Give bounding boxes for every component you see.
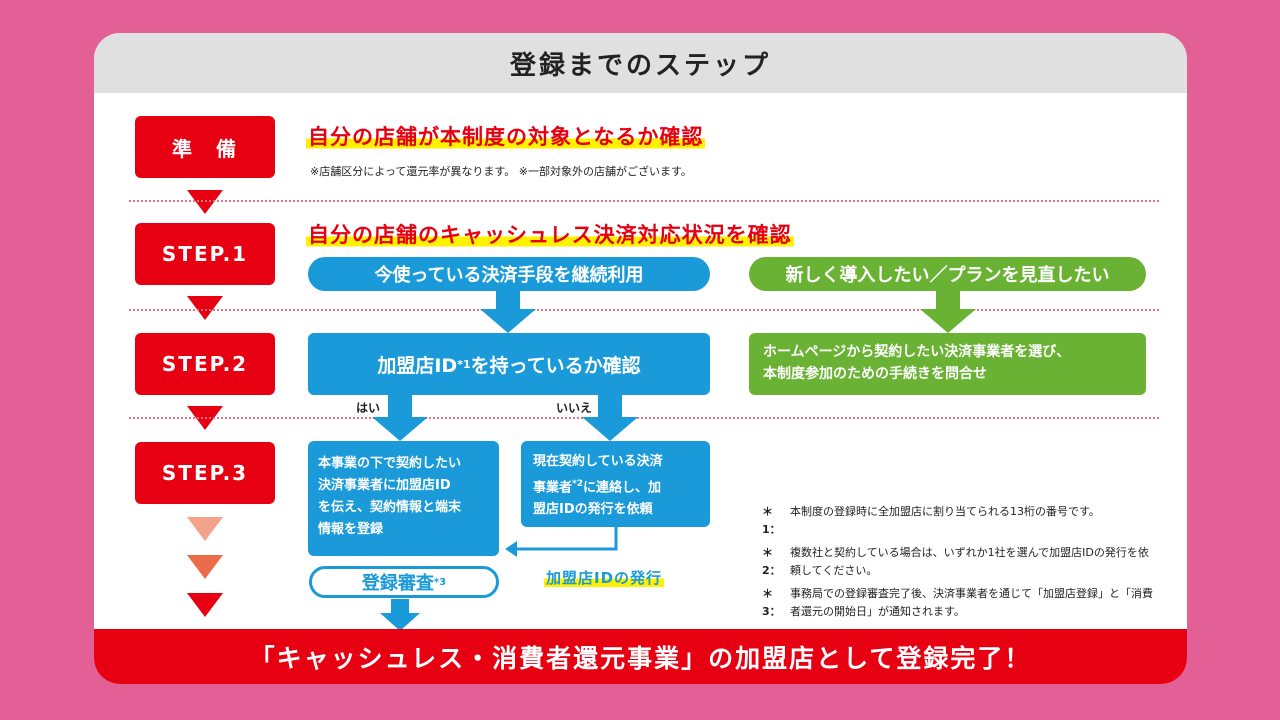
register-line: を伝え、契約情報と端末 [318,500,462,515]
footnote-item: ＊1： 本制度の登録時に全加盟店に割り当てられる13桁の番号です。 [762,503,1155,539]
footnote-mark: ＊1： [762,505,781,536]
review-pill: 登録審査*3 [309,566,499,598]
request-id-line: 現在契約している決済 [533,454,663,469]
footnote-item: ＊2： 複数社と契約している場合は、いずれか1社を選んで加盟店IDの発行を依頼し… [762,544,1155,580]
register-line: 決済事業者に加盟店ID [318,478,451,493]
footnote-ref-1: *1 [457,357,471,371]
steps-card: 登録までのステップ 準 備 STEP.1 STEP.2 STEP.3 自分の店舗… [94,33,1187,684]
step-arrow-2 [187,296,223,320]
separator [129,309,1159,311]
footnote-text: 事務局での登録審査完了後、決済事業者を通じて「加盟店登録」と「消費者還元の開始日… [790,587,1153,618]
footnote-ref-2: *2 [572,479,583,489]
separator [129,417,1159,419]
new-plan-option: 新しく導入したい／プランを見直したい [749,257,1146,291]
footnote-item: ＊3： 事務局での登録審査完了後、決済事業者を通じて「加盟店登録」と「消費者還元… [762,585,1155,621]
page-title: 登録までのステップ [94,33,1187,93]
request-id-box: 現在契約している決済 事業者*2に連絡し、加 盟店IDの発行を依頼 [521,441,710,527]
contact-provider-box: ホームページから契約したい決済事業者を選び、 本制度参加のための手続きを問合せ [749,333,1146,395]
step-3-label: STEP.3 [135,442,275,504]
step-arrow-4 [187,517,223,541]
contact-provider-line: ホームページから契約したい決済事業者を選び、 [763,344,1071,360]
no-label: いいえ [556,401,593,415]
footnotes: ＊1： 本制度の登録時に全加盟店に割り当てられる13桁の番号です。 ＊2： 複数… [762,503,1155,626]
prep-note: ※店舗区分によって還元率が異なります。 ※一部対象外の店舗がございます。 [310,165,692,178]
register-line: 情報を登録 [318,522,384,537]
completion-banner: 「キャッシュレス・消費者還元事業」の加盟店として登録完了！ [94,629,1187,684]
step-1-label: STEP.1 [135,223,275,285]
contact-provider-line: 本制度参加のための手続きを問合せ [763,366,987,382]
arrow-down-green [920,289,976,333]
arrow-down-blue-1 [480,289,536,333]
request-id-line: 盟店IDの発行を依頼 [533,502,653,518]
continue-payment-option: 今使っている決済手段を継続利用 [308,257,710,291]
issue-return-arrow [505,527,618,557]
arrow-down-yes [372,395,428,441]
review-label: 登録審査 [361,573,434,594]
yes-label: はい [356,401,381,415]
arrow-down-no [582,395,638,441]
step-arrow-5 [187,555,223,579]
step-arrow-6 [187,593,223,617]
step-2-label: STEP.2 [135,333,275,395]
request-id-line: 事業者*2に連絡し、加 [533,473,698,499]
footnote-text: 本制度の登録時に全加盟店に割り当てられる13桁の番号です。 [790,505,1100,518]
request-id-suffix: に連絡し、加 [582,480,661,496]
footnote-mark: ＊3： [762,587,781,618]
issue-id-label: 加盟店IDの発行 [544,567,665,588]
merchant-id-check-prefix: 加盟店ID [377,354,458,377]
prep-headline: 自分の店舗が本制度の対象となるか確認 [306,121,706,151]
footnote-mark: ＊2： [762,546,781,577]
step1-headline: 自分の店舗のキャッシュレス決済対応状況を確認 [306,219,794,249]
register-line: 本事業の下で契約したい [318,456,462,471]
separator [129,200,1159,202]
arrow-down-review [380,599,420,631]
footnote-ref-3: *3 [433,576,447,588]
step-arrow-1 [187,190,223,214]
register-with-provider-box: 本事業の下で契約したい 決済事業者に加盟店ID を伝え、契約情報と端末 情報を登… [308,441,499,556]
merchant-id-check-suffix: を持っているか確認 [470,354,641,377]
step-prep-label: 準 備 [135,116,275,178]
footnote-text: 複数社と契約している場合は、いずれか1社を選んで加盟店IDの発行を依頼してくださ… [790,546,1149,577]
request-id-prefix: 事業者 [533,480,573,496]
